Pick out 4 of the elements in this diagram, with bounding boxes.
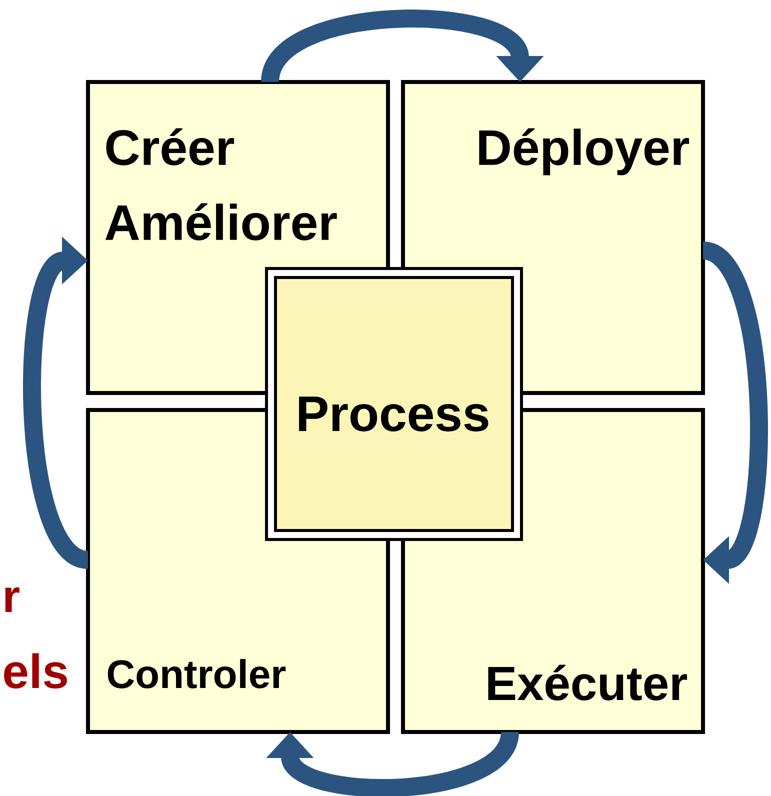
center-box: Process [265,267,523,541]
curved-arrow [261,10,544,84]
curved-arrow [266,730,519,796]
partial-text: r [5,587,20,612]
